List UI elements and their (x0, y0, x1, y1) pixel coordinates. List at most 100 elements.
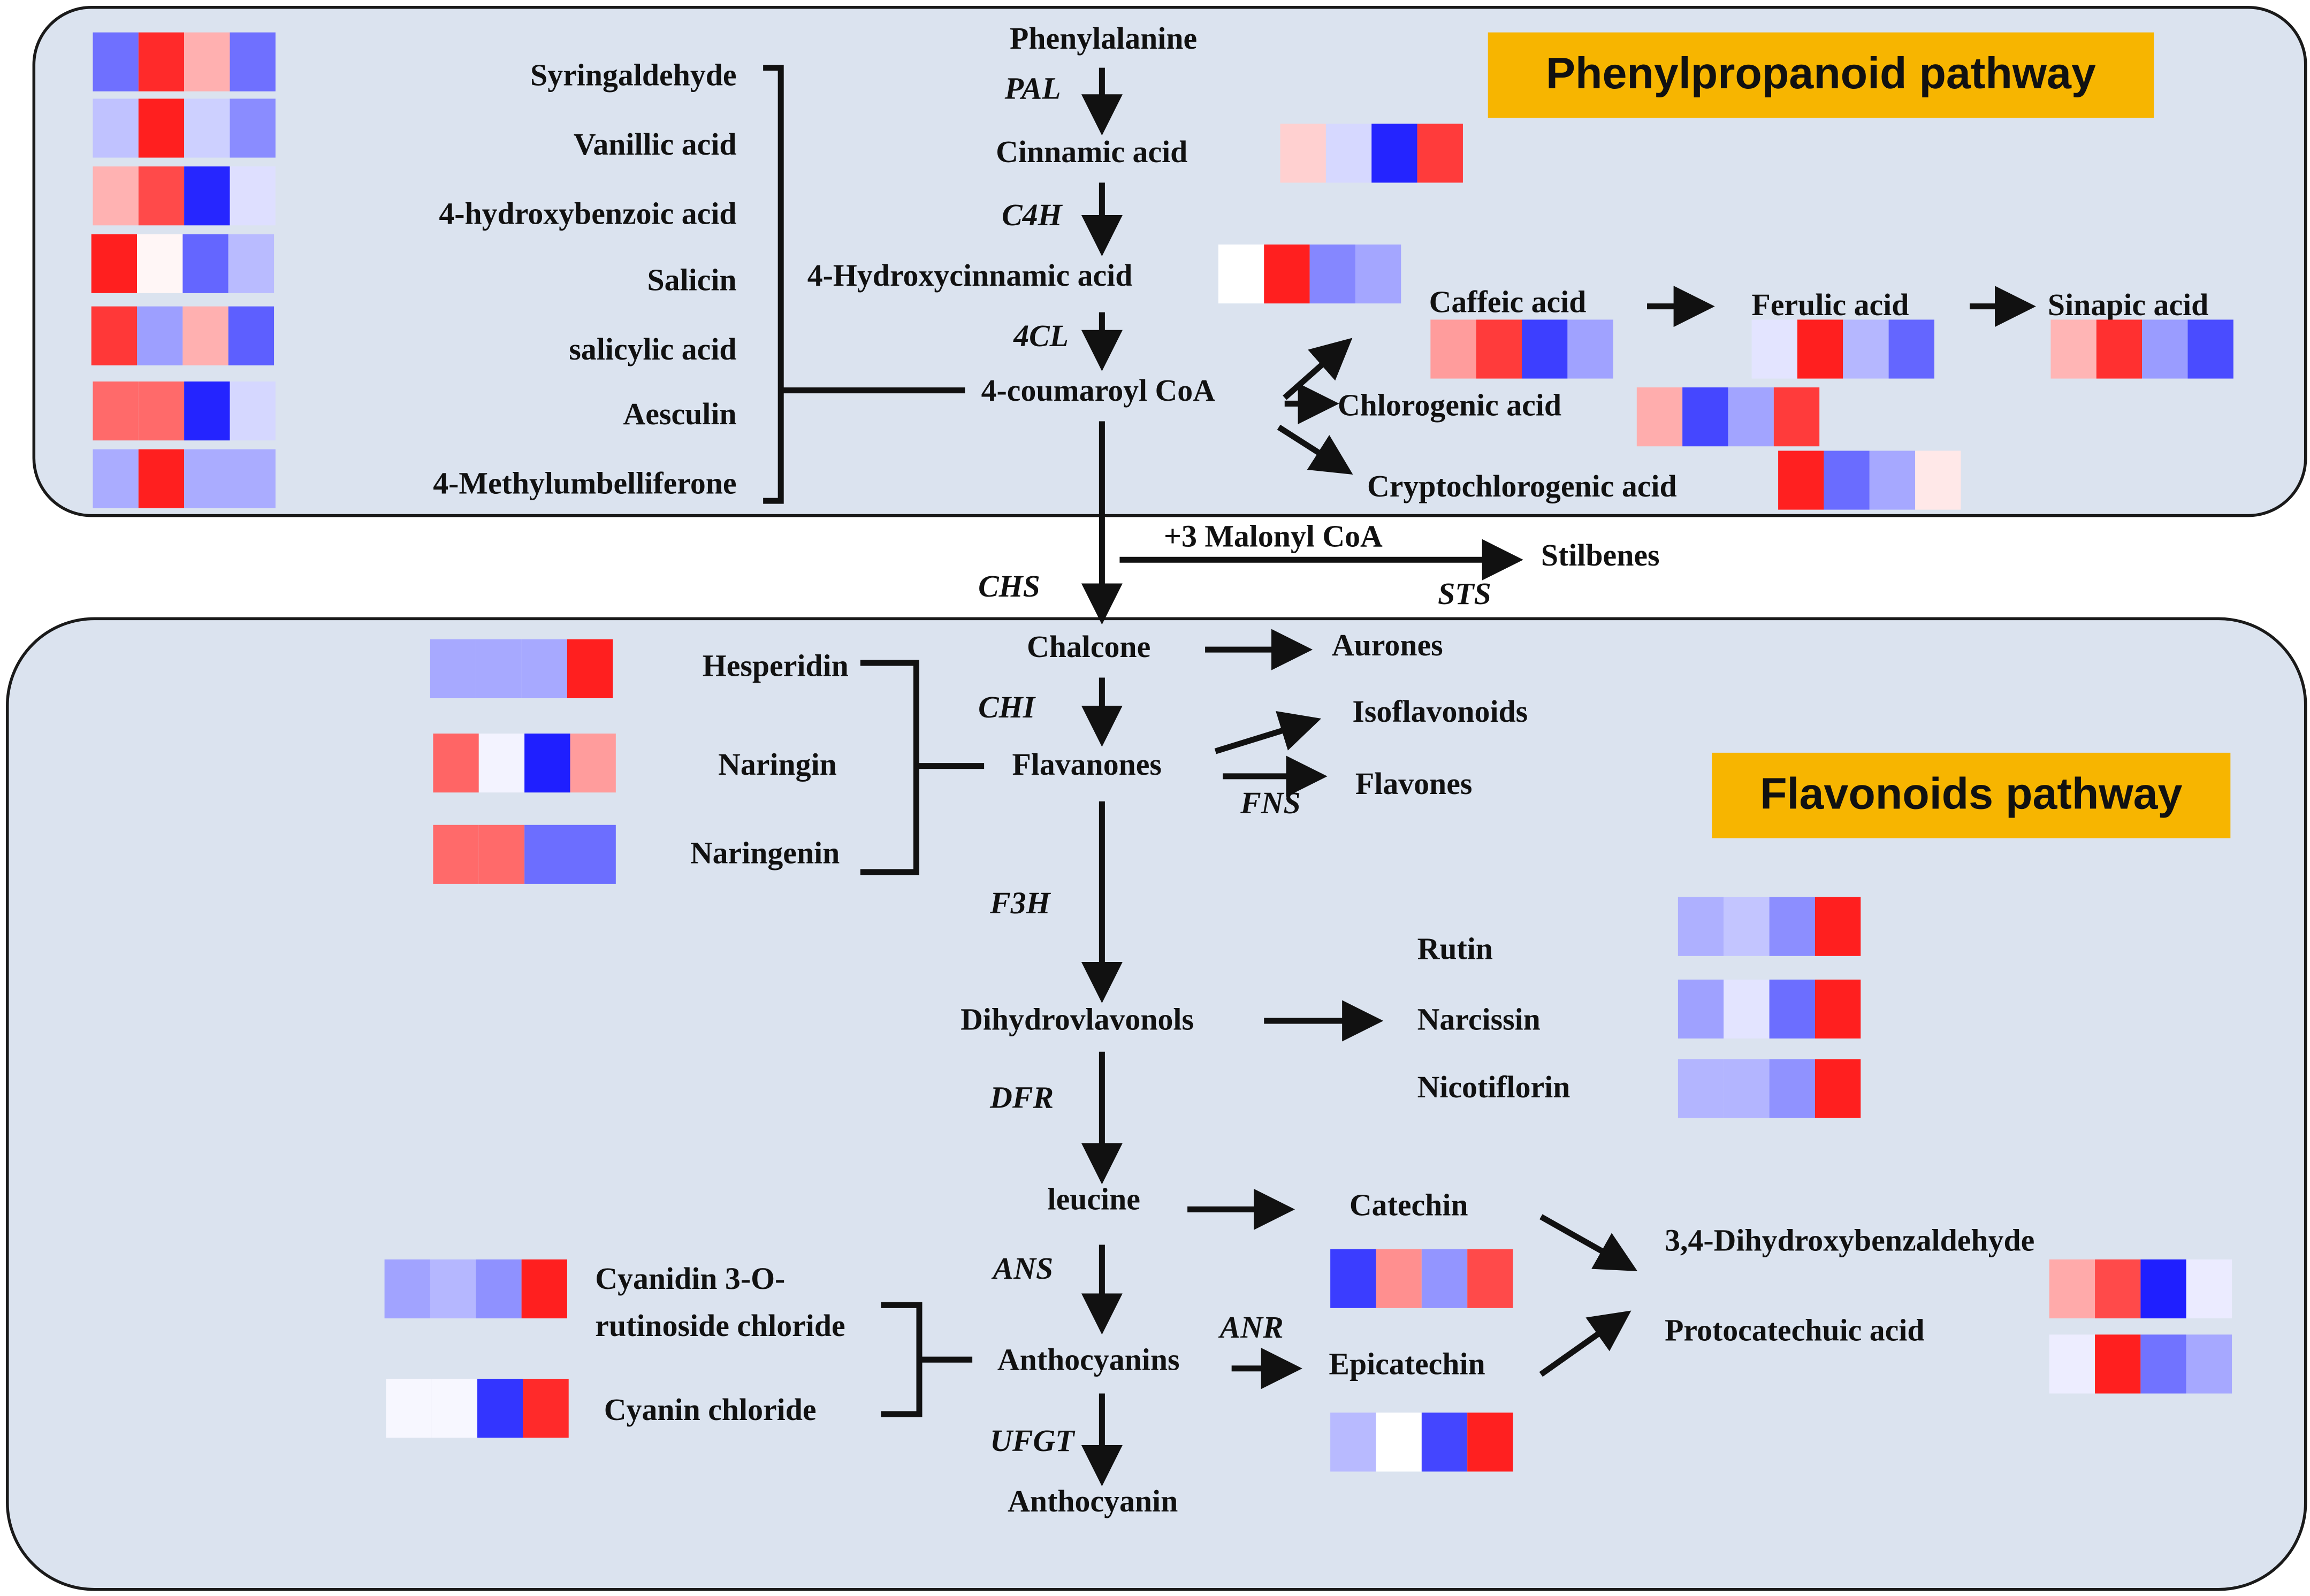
heatmap-rutin (1678, 897, 1861, 956)
heatmap-cell-epicatechin-4 (1467, 1412, 1513, 1472)
label-hesperidin: Hesperidin (702, 648, 849, 684)
heatmap-aesculin (93, 381, 276, 441)
heatmap-cell-hydroxybenzoic-3 (184, 166, 230, 226)
heatmap-cell-syringaldehyde-1 (93, 32, 139, 91)
heatmap-cell-vanillic-3 (184, 98, 230, 158)
label-hydroxycinnamic: 4-Hydroxycinnamic acid (807, 257, 1133, 293)
bracket-anthocyanin-glycosides (881, 1302, 923, 1417)
heatmap-hydroxybenzoic (93, 166, 276, 226)
enzyme-pal: PAL (1004, 71, 1061, 106)
heatmap-cell-narcissin-4 (1815, 979, 1861, 1038)
heatmap-cell-catechin-1 (1330, 1249, 1376, 1308)
heatmap-cell-rutin-4 (1815, 897, 1861, 956)
label-syringaldehyde: Syringaldehyde (530, 57, 737, 93)
heatmap-cell-dihydroxybenzaldehyde-4 (2186, 1259, 2232, 1319)
heatmap-cell-hesperidin-2 (476, 639, 522, 699)
label-coumaroyl-coa: 4-coumaroyl CoA (981, 372, 1215, 408)
heatmap-cell-ferulic-3 (1843, 319, 1889, 379)
heatmap-naringenin (433, 824, 616, 884)
heatmap-cell-naringenin-3 (524, 824, 570, 884)
heatmap-cell-ferulic-1 (1751, 319, 1797, 379)
enzyme-dfr: DFR (990, 1080, 1054, 1116)
label-dihydroxybenzaldehyde: 3,4-Dihydroxybenzaldehyde (1665, 1223, 2035, 1258)
heatmap-cell-cyanin-1 (386, 1378, 432, 1438)
heatmap-cell-narcissin-3 (1769, 979, 1815, 1038)
heatmap-cell-vanillic-2 (138, 98, 185, 158)
heatmap-cell-salicylic-4 (228, 306, 275, 365)
heatmap-cell-hydroxybenzoic-4 (230, 166, 276, 226)
heatmap-cell-vanillic-4 (230, 98, 276, 158)
heatmap-cryptochlorogenic (1778, 450, 1961, 510)
heatmap-cell-dihydroxybenzaldehyde-2 (2095, 1259, 2141, 1319)
label-isoflavonoids: Isoflavonoids (1352, 693, 1528, 729)
heatmap-cell-ferulic-2 (1797, 319, 1843, 379)
heatmap-cell-chlorogenic-2 (1682, 387, 1728, 447)
label-anthocyanin: Anthocyanin (1008, 1483, 1178, 1519)
heatmap-cell-dihydroxybenzaldehyde-1 (2049, 1259, 2095, 1319)
heatmap-cell-protocatechuic-1 (2049, 1334, 2095, 1394)
heatmap-caffeic (1430, 319, 1613, 379)
label-salicin: Salicin (647, 262, 737, 298)
heatmap-cell-hydroxycinnamic-1 (1218, 245, 1264, 304)
label-sinapic: Sinapic acid (2047, 287, 2209, 323)
heatmap-cell-methylumbelliferone-4 (230, 449, 276, 508)
label-aurones: Aurones (1331, 627, 1443, 663)
heatmap-cell-methylumbelliferone-3 (184, 449, 230, 508)
label-cinnamic: Cinnamic acid (996, 134, 1188, 170)
heatmap-cell-cinnamic-3 (1371, 124, 1417, 183)
heatmap-vanillic (93, 98, 276, 158)
label-cyanidin-line2: rutinoside chloride (595, 1308, 845, 1343)
heatmap-cell-naringin-3 (524, 734, 570, 793)
heatmap-cell-cyanin-4 (523, 1378, 569, 1438)
label-stilbenes: Stilbenes (1541, 537, 1660, 573)
label-protocatechuic: Protocatechuic acid (1665, 1312, 1925, 1348)
heatmap-cell-cyanidin-2 (430, 1259, 476, 1319)
enzyme-ans: ANS (993, 1250, 1054, 1286)
enzyme-ufgt: UFGT (990, 1423, 1074, 1458)
heatmap-cyanin-chloride (386, 1378, 569, 1438)
heatmap-cell-sinapic-2 (2096, 319, 2143, 379)
heatmap-cell-rutin-2 (1724, 897, 1770, 956)
label-vanillic: Vanillic acid (573, 126, 737, 162)
arrow-flav-to-isoflav (1214, 711, 1322, 754)
heatmap-cell-sinapic-3 (2142, 319, 2188, 379)
heatmap-cell-cinnamic-2 (1325, 124, 1372, 183)
label-chlorogenic: Chlorogenic acid (1337, 387, 1562, 423)
heatmap-cell-hydroxybenzoic-1 (93, 166, 139, 226)
heatmap-cell-syringaldehyde-4 (230, 32, 276, 91)
heatmap-cell-naringin-4 (570, 734, 616, 793)
heatmap-chlorogenic (1636, 387, 1820, 447)
heatmap-cell-nicotiflorin-2 (1724, 1059, 1770, 1118)
heatmap-narcissin (1678, 979, 1861, 1038)
heatmap-cell-protocatechuic-2 (2095, 1334, 2141, 1394)
heatmap-cell-salicylic-2 (137, 306, 183, 365)
label-caffeic: Caffeic acid (1429, 284, 1587, 320)
heatmap-cell-nicotiflorin-3 (1769, 1059, 1815, 1118)
heatmap-cell-cryptochlorogenic-2 (1824, 450, 1870, 510)
label-ferulic: Ferulic acid (1751, 287, 1909, 323)
label-methylumbelliferone: 4-Methylumbelliferone (433, 465, 737, 501)
label-dihydroflavonols: Dihydrovlavonols (960, 1002, 1194, 1037)
heatmap-cell-naringenin-4 (570, 824, 616, 884)
label-phenylalanine: Phenylalanine (1010, 20, 1198, 56)
heatmap-cell-hydroxybenzoic-2 (138, 166, 185, 226)
heatmap-cell-salicylic-3 (182, 306, 228, 365)
heatmap-naringin (433, 734, 616, 793)
label-cyanidin-line1: Cyanidin 3-O- (595, 1261, 786, 1296)
heatmap-cell-caffeic-2 (1476, 319, 1522, 379)
label-cryptochlorogenic: Cryptochlorogenic acid (1367, 468, 1677, 504)
label-naringin: Naringin (718, 746, 837, 782)
arrow-epicatechin-to-products (1539, 1310, 1632, 1377)
label-flavanones: Flavanones (1012, 746, 1162, 782)
heatmap-methylumbelliferone (93, 449, 276, 508)
heatmap-cell-chlorogenic-3 (1728, 387, 1774, 447)
heatmap-cell-epicatechin-3 (1421, 1412, 1468, 1472)
bracket-flavanone-glycosides (860, 660, 919, 875)
flavonoids-title: Flavonoids pathway (1712, 752, 2231, 838)
heatmap-cell-syringaldehyde-3 (184, 32, 230, 91)
heatmap-cell-vanillic-1 (93, 98, 139, 158)
heatmap-cell-dihydroxybenzaldehyde-3 (2140, 1259, 2186, 1319)
heatmap-salicylic (91, 306, 275, 365)
label-malonyl-coa: +3 Malonyl CoA (1164, 518, 1383, 554)
